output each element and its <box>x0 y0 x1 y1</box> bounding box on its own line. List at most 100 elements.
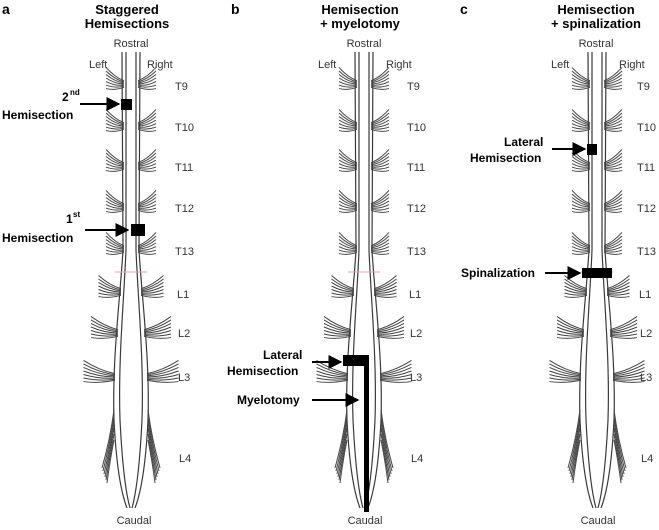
cord-line-3 <box>364 52 377 509</box>
rootlet-right <box>370 190 390 205</box>
rootlet-left <box>105 193 125 206</box>
rootlet-left <box>323 333 352 337</box>
rootlet-right <box>379 377 412 381</box>
rootlet-right <box>137 126 157 130</box>
rootlet-left <box>105 126 125 130</box>
rootlet-left <box>105 149 125 164</box>
rootlet-right <box>603 166 623 170</box>
rootlet-right <box>146 370 179 378</box>
rootlet-left <box>571 239 591 249</box>
rootlet-left <box>549 374 582 379</box>
rootlet-left <box>105 156 125 166</box>
panel-b-title-line2: + myelotomy <box>320 16 401 31</box>
rootlet-right <box>370 74 390 84</box>
rootlet-right <box>603 190 623 205</box>
rootlet-left <box>105 67 125 82</box>
panel-a-spinal-cord <box>83 51 179 509</box>
rootlet-right <box>370 149 390 164</box>
cauda-right <box>147 415 160 472</box>
rootlet-left <box>105 112 125 125</box>
rootlet-right <box>609 319 638 332</box>
cauda-left <box>102 415 115 472</box>
panel-b-lateral-hemisection-lesion <box>343 355 369 366</box>
rootlet-left <box>105 77 125 85</box>
panel-c-seg-t11: T11 <box>637 162 655 174</box>
rootlet-right <box>370 193 390 206</box>
rootlet-left <box>338 204 358 209</box>
rootlet-right <box>140 292 164 296</box>
rootlet-left <box>338 193 358 206</box>
panel-b-left-label: Left <box>318 59 336 71</box>
rootlet-left <box>105 163 125 168</box>
cauda-left <box>571 433 581 481</box>
rootlet-left <box>338 70 358 83</box>
rootlet-left <box>98 275 122 290</box>
rootlet-right <box>143 333 172 337</box>
rootlet-right <box>370 116 390 126</box>
rootlet-left <box>105 152 125 165</box>
panel-a-first-superscript: st <box>73 210 80 219</box>
rootlet-right <box>370 152 390 165</box>
rootlet-left <box>571 207 591 211</box>
rootlet-right <box>379 367 412 377</box>
rootlet-right <box>137 204 157 209</box>
rootlet-left <box>338 166 358 170</box>
rootlet-right <box>603 81 623 86</box>
rootlet-left <box>98 292 122 296</box>
rootlet-left <box>98 294 122 298</box>
rootlet-right <box>370 126 390 130</box>
rootlet-left <box>90 330 119 335</box>
rootlet-right <box>137 112 157 125</box>
rootlet-right <box>603 109 623 124</box>
rootlet-left <box>338 112 358 125</box>
rootlet-right <box>603 232 623 247</box>
rootlet-left <box>564 285 588 293</box>
rootlet-left <box>316 370 349 378</box>
rootlet-right <box>137 81 157 86</box>
rootlet-right <box>370 70 390 83</box>
panel-c-spinal-cord <box>549 51 645 509</box>
rootlet-right <box>612 379 645 383</box>
rootlet-left <box>105 168 125 172</box>
rootlet-left <box>564 294 588 298</box>
cord-line-1 <box>367 51 382 509</box>
panel-a-left-label: Left <box>89 59 107 71</box>
rootlet-right <box>603 193 623 206</box>
rootlet-right <box>603 112 623 125</box>
rootlet-left <box>338 128 358 132</box>
rootlet-right <box>603 251 623 255</box>
rootlet-right <box>137 249 157 253</box>
cauda-left <box>106 439 115 484</box>
rootlet-right <box>379 370 412 378</box>
rootlet-right <box>370 207 390 211</box>
panel-c-spinalization-lesion <box>582 268 612 278</box>
panel-a-right-label: Right <box>147 59 173 71</box>
rootlet-left <box>571 128 591 132</box>
panel-a-second-hemisection-lesion <box>121 99 132 110</box>
rootlet-right <box>370 128 390 132</box>
rootlet-right <box>379 360 412 375</box>
rootlet-right <box>140 289 164 294</box>
rootlet-left <box>105 190 125 205</box>
rootlet-right <box>370 84 390 88</box>
panel-b-seg-t11: T11 <box>407 162 425 174</box>
panel-b-segment-labels: T9 T10 T11 T12 T13 L1 L2 L3 L4 <box>407 81 426 465</box>
rootlet-right <box>612 360 645 375</box>
rootlet-left <box>571 246 591 251</box>
rootlet-left <box>338 168 358 172</box>
rootlet-right <box>609 333 638 337</box>
rootlet-right <box>143 330 172 335</box>
rootlet-right <box>137 149 157 164</box>
rootlet-left <box>105 232 125 247</box>
rootlet-right <box>603 123 623 128</box>
rootlet-left <box>323 323 352 333</box>
rootlet-left <box>338 116 358 126</box>
rootlet-left <box>83 370 116 378</box>
rootlet-right <box>370 197 390 207</box>
rootlet-right <box>143 326 172 334</box>
rootlet-left <box>331 275 355 290</box>
rootlet-left <box>338 74 358 84</box>
rootlet-right <box>370 242 390 250</box>
rootlet-left <box>83 374 116 379</box>
cord-line-2 <box>584 52 597 509</box>
